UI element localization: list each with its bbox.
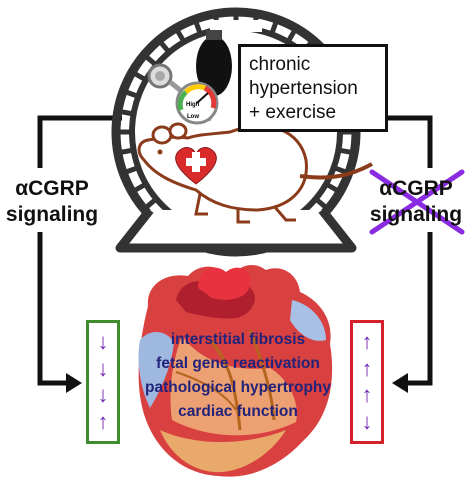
condition-line-1: chronic xyxy=(249,54,311,75)
left-label-line-2: signaling xyxy=(5,203,99,226)
right-label-line-1: αCGRP xyxy=(379,177,453,200)
left-arrow: ↓ xyxy=(97,329,109,355)
wheel-rung xyxy=(156,38,172,54)
left-arrow: ↓ xyxy=(97,382,109,408)
wheel-rung xyxy=(324,181,342,195)
right-arrow-box: ↑ ↑ ↑ ↓ xyxy=(350,320,384,444)
wheel-rung xyxy=(332,165,350,176)
effect-item: fetal gene reactivation xyxy=(156,355,320,372)
wheel-rung xyxy=(269,18,280,36)
wheel-rung xyxy=(337,147,355,156)
wheel-rung xyxy=(314,196,330,212)
wheel-rung xyxy=(117,108,135,117)
heart-illustration xyxy=(138,265,333,477)
right-signaling-label: αCGRP signaling xyxy=(356,176,474,228)
condition-line-3: + exercise xyxy=(249,102,337,123)
strike-cross xyxy=(369,169,465,235)
wheel-rung xyxy=(122,165,140,176)
left-arrow: ↑ xyxy=(97,408,109,434)
heart-badge-icon xyxy=(175,147,217,185)
right-arrow: ↑ xyxy=(361,355,373,381)
wheel-rung xyxy=(117,147,135,156)
wheel-rung xyxy=(130,69,148,83)
right-arrowhead xyxy=(392,373,408,393)
left-label-line-1: αCGRP xyxy=(15,177,89,200)
condition-box: chronic hypertension + exercise xyxy=(238,44,388,132)
wheel-rung xyxy=(192,18,203,36)
right-arrow: ↓ xyxy=(361,408,373,434)
rat-icon xyxy=(137,122,373,224)
wheel-rung xyxy=(173,26,187,44)
pressure-gauge-icon: High Low xyxy=(175,81,219,125)
effects-list: interstitial fibrosis fetal gene reactiv… xyxy=(128,328,348,424)
gauge-low-label: Low xyxy=(187,114,199,120)
valve-icon xyxy=(147,63,182,92)
right-connector xyxy=(388,115,433,386)
effect-item: interstitial fibrosis xyxy=(170,331,306,348)
left-arrowhead xyxy=(66,373,82,393)
left-arrow-box: ↓ ↓ ↓ ↑ xyxy=(86,320,120,444)
right-arrow: ↑ xyxy=(361,329,373,355)
wheel-rung xyxy=(130,181,148,195)
left-arrow: ↓ xyxy=(97,355,109,381)
wheel-rung xyxy=(122,88,140,99)
left-signaling-label: αCGRP signaling xyxy=(0,176,112,228)
wheel-rung xyxy=(142,52,158,68)
right-arrow: ↑ xyxy=(361,382,373,408)
wheel-rung xyxy=(142,196,158,212)
effect-item: cardiac function xyxy=(178,403,298,420)
condition-line-2: hypertension xyxy=(249,78,358,99)
effect-item: pathological hypertrophy xyxy=(144,379,331,396)
right-label-line-2: signaling xyxy=(369,203,463,226)
left-connector xyxy=(37,115,122,386)
gauge-high-label: High xyxy=(186,102,200,108)
wheel-rung xyxy=(285,26,299,44)
hamster-wheel xyxy=(111,7,361,257)
